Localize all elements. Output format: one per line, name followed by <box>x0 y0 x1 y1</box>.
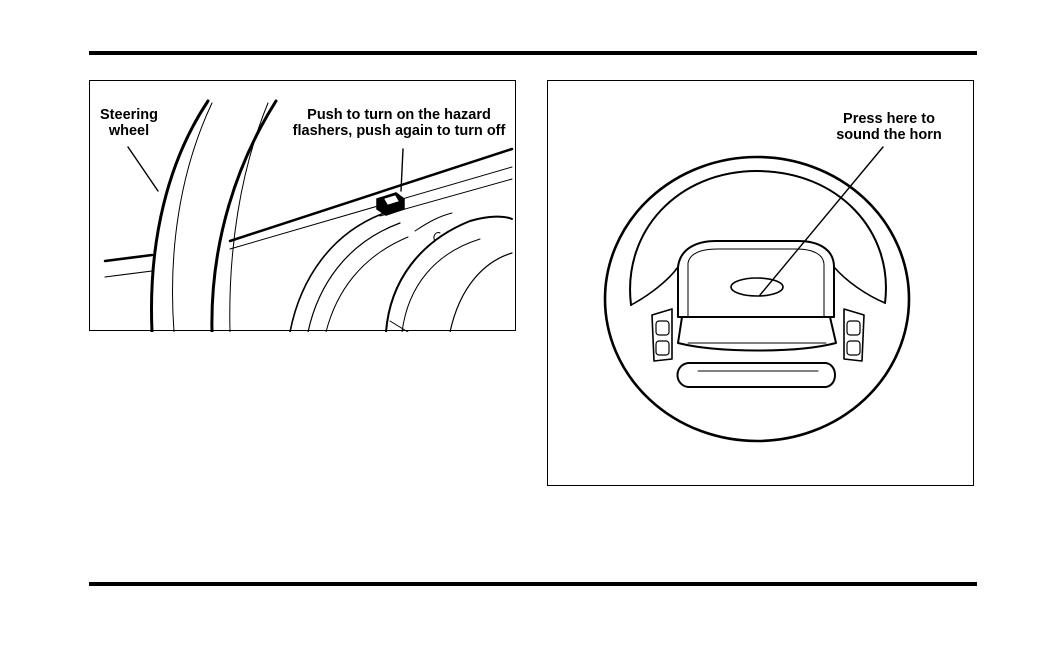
hazard-label-line2: flashers, push again to turn off <box>286 123 512 139</box>
hazard-flasher-illustration: Steering wheel Push to turn on the hazar… <box>89 80 516 331</box>
steering-label-line1: Steering <box>100 107 158 123</box>
horn-callout: Press here to sound the horn <box>831 111 947 143</box>
horn-illustration: Press here to sound the horn <box>547 80 974 486</box>
hazard-flasher-callout: Push to turn on the hazard flashers, pus… <box>286 107 512 139</box>
steering-wheel-callout: Steering wheel <box>100 107 158 139</box>
hazard-label-line1: Push to turn on the hazard <box>286 107 512 123</box>
footer-rule <box>89 582 977 586</box>
horn-label-line1: Press here to <box>831 111 947 127</box>
horn-label-line2: sound the horn <box>831 127 947 143</box>
steering-label-line2: wheel <box>100 123 158 139</box>
header-rule <box>89 51 977 55</box>
